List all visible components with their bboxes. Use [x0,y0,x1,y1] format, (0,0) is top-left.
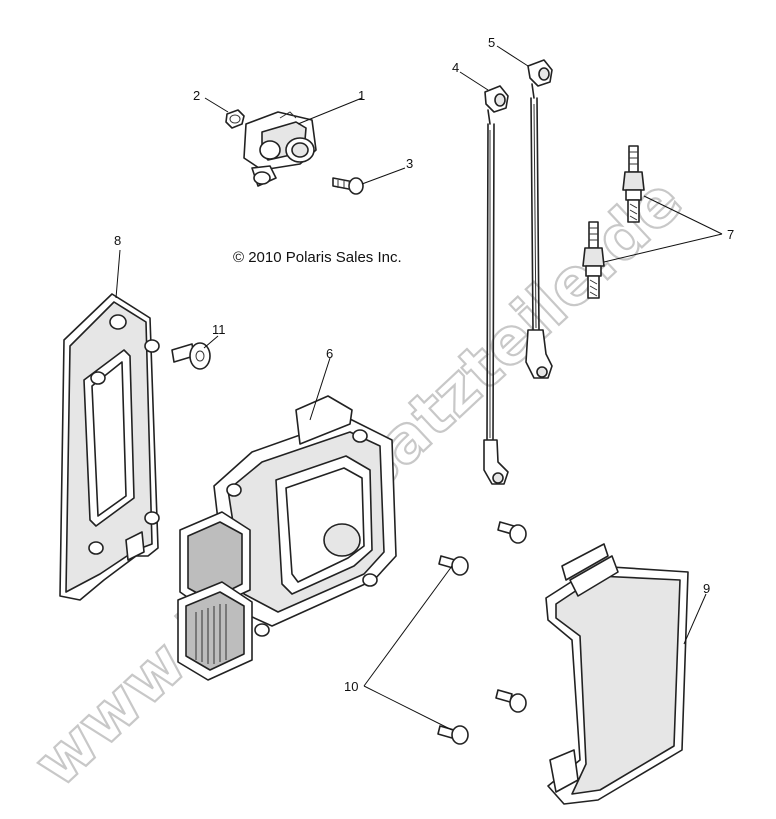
callout-7: 7 [727,227,734,242]
callout-4: 4 [452,60,459,75]
nut [225,109,245,129]
callout-11: 11 [212,322,226,337]
callout-8: 8 [114,233,121,248]
callout-6: 6 [326,346,333,361]
ignition-coil [243,111,317,187]
callouts: 1 2 3 4 5 6 7 8 9 10 11 [114,35,734,694]
cover-screw-3 [495,689,527,713]
cover-screw-2 [438,555,469,576]
spark-plug-wire-left [483,85,509,485]
callout-9: 9 [703,581,710,596]
copyright-text: © 2010 Polaris Sales Inc. [233,249,402,266]
leader-lines [115,45,723,731]
cover-screw-4 [437,725,469,745]
callout-10: 10 [344,679,358,694]
callout-2: 2 [193,88,200,103]
callout-1: 1 [358,88,365,103]
ecu-cover [545,543,689,805]
callout-5: 5 [488,35,495,50]
callout-3: 3 [406,156,413,171]
spark-plug-lower [582,221,605,299]
spark-plug-wire-right [525,59,553,379]
ecu-module [177,395,397,681]
coil-bolt [332,177,364,195]
bracket-screw [171,342,211,370]
mounting-bracket [59,293,160,601]
spark-plug-upper [622,145,645,223]
cover-screw-1 [497,521,527,544]
